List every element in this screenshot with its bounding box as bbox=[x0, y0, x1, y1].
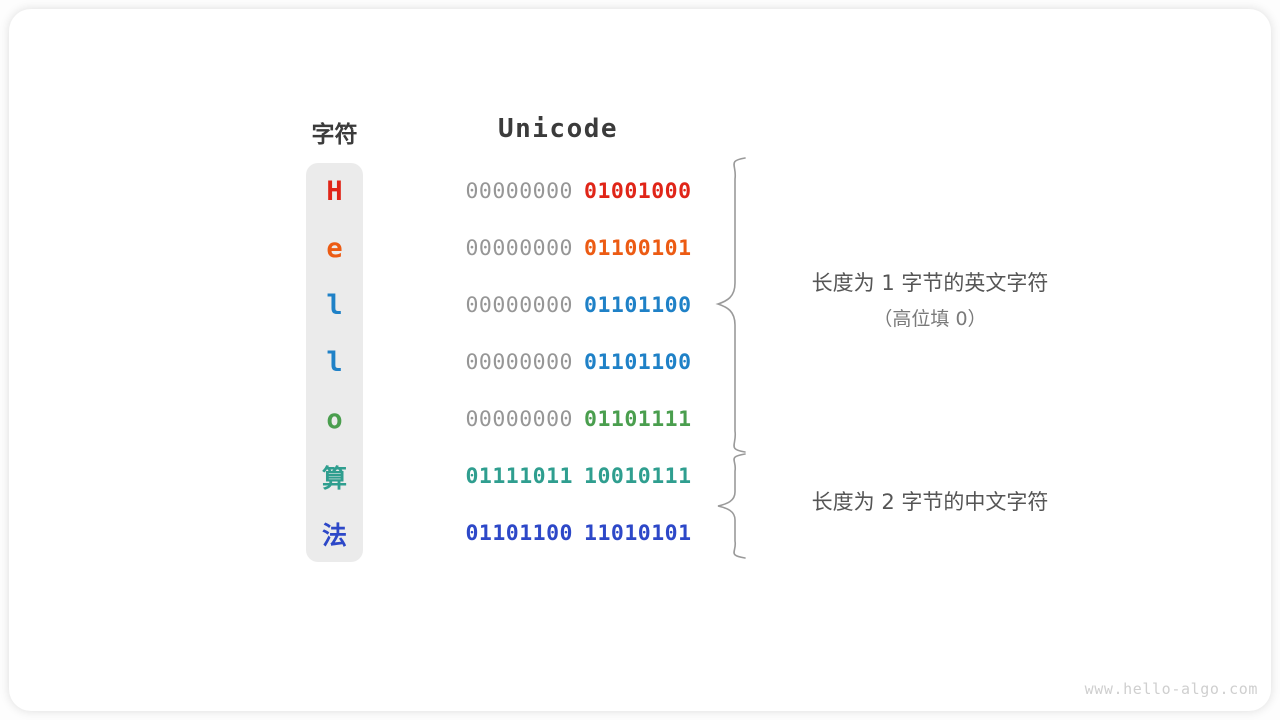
site-watermark: www.hello-algo.com bbox=[1084, 680, 1258, 698]
column-header-character: 字符 bbox=[311, 121, 358, 147]
row-character: l bbox=[326, 290, 343, 321]
row-character: 算 bbox=[321, 463, 347, 493]
character-column-panel bbox=[306, 163, 363, 562]
row-binary: 00000000 01101111 bbox=[363, 407, 726, 432]
annotation-one-byte: 长度为 1 字节的英文字符 （高位填 0） bbox=[765, 265, 1095, 337]
table-row: 算 01111011 10010111 bbox=[306, 448, 726, 505]
row-character: e bbox=[326, 233, 343, 264]
row-binary-low-byte: 01101100 bbox=[584, 350, 692, 375]
table-row: 法 01101100 11010101 bbox=[306, 505, 726, 562]
row-binary: 00000000 01101100 bbox=[363, 350, 726, 375]
brace-one-byte-group bbox=[715, 157, 746, 453]
row-binary-low-byte: 01100101 bbox=[584, 236, 692, 261]
brace-two-byte-group bbox=[717, 453, 746, 559]
row-binary-low-byte: 11010101 bbox=[584, 521, 692, 546]
annotation-one-byte-line2: （高位填 0） bbox=[873, 308, 987, 330]
table-row: l 00000000 01101100 bbox=[306, 277, 726, 334]
table-row: H 00000000 01001000 bbox=[306, 163, 726, 220]
table-row: o 00000000 01101111 bbox=[306, 391, 726, 448]
row-binary-high-byte: 01101100 bbox=[465, 521, 573, 546]
row-binary-low-byte: 10010111 bbox=[584, 464, 692, 489]
row-binary-low-byte: 01101100 bbox=[584, 293, 692, 318]
row-binary: 01101100 11010101 bbox=[363, 521, 726, 546]
row-binary-low-byte: 01101111 bbox=[584, 407, 692, 432]
row-binary-high-byte: 00000000 bbox=[465, 179, 573, 204]
row-character: H bbox=[326, 176, 343, 207]
row-character: l bbox=[326, 347, 343, 378]
row-binary: 00000000 01001000 bbox=[363, 179, 726, 204]
row-binary-high-byte: 00000000 bbox=[465, 236, 573, 261]
row-binary-low-byte: 01001000 bbox=[584, 179, 692, 204]
table-row: e 00000000 01100101 bbox=[306, 220, 726, 277]
annotation-one-byte-line1: 长度为 1 字节的英文字符 bbox=[811, 271, 1049, 295]
row-character: 法 bbox=[321, 520, 347, 550]
row-binary-high-byte: 00000000 bbox=[465, 293, 573, 318]
row-binary-high-byte: 00000000 bbox=[465, 407, 573, 432]
row-binary: 00000000 01101100 bbox=[363, 293, 726, 318]
row-binary: 01111011 10010111 bbox=[363, 464, 726, 489]
annotation-two-byte: 长度为 2 字节的中文字符 bbox=[765, 484, 1095, 520]
column-header-unicode: Unicode bbox=[497, 114, 619, 144]
row-character: o bbox=[326, 404, 343, 435]
row-binary: 00000000 01100101 bbox=[363, 236, 726, 261]
annotation-two-byte-line1: 长度为 2 字节的中文字符 bbox=[811, 490, 1049, 514]
content-card bbox=[9, 9, 1271, 711]
row-binary-high-byte: 00000000 bbox=[465, 350, 573, 375]
row-binary-high-byte: 01111011 bbox=[465, 464, 573, 489]
table-row: l 00000000 01101100 bbox=[306, 334, 726, 391]
